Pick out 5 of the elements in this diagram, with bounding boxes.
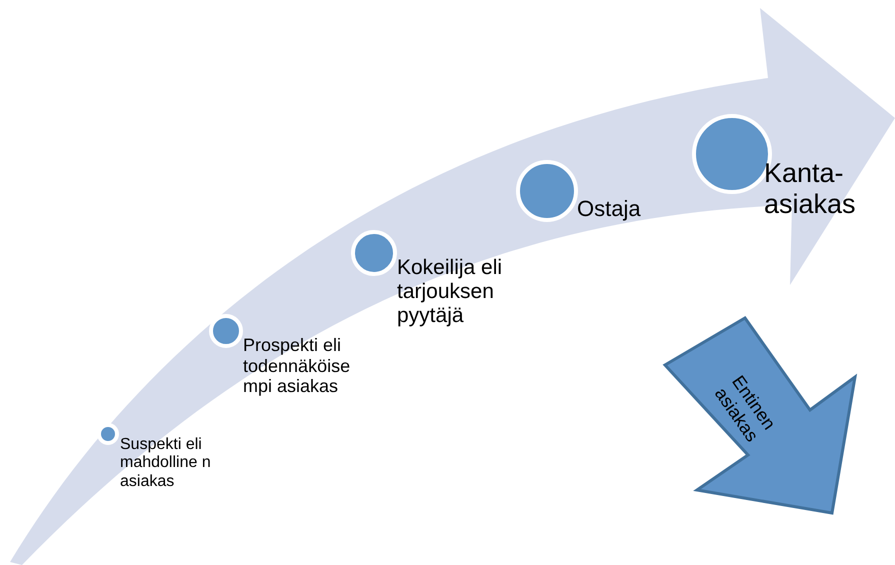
- stage-label: Suspekti eli mahdolline n asiakas: [120, 436, 212, 492]
- stage-label: Kanta- asiakas: [764, 158, 856, 220]
- stage-label: Ostaja: [577, 196, 642, 222]
- stage-label: Prospekti eli todennäköise mpi asiakas: [243, 335, 352, 398]
- stage-label: Kokeilija eli tarjouksen pyytäjä: [397, 256, 504, 328]
